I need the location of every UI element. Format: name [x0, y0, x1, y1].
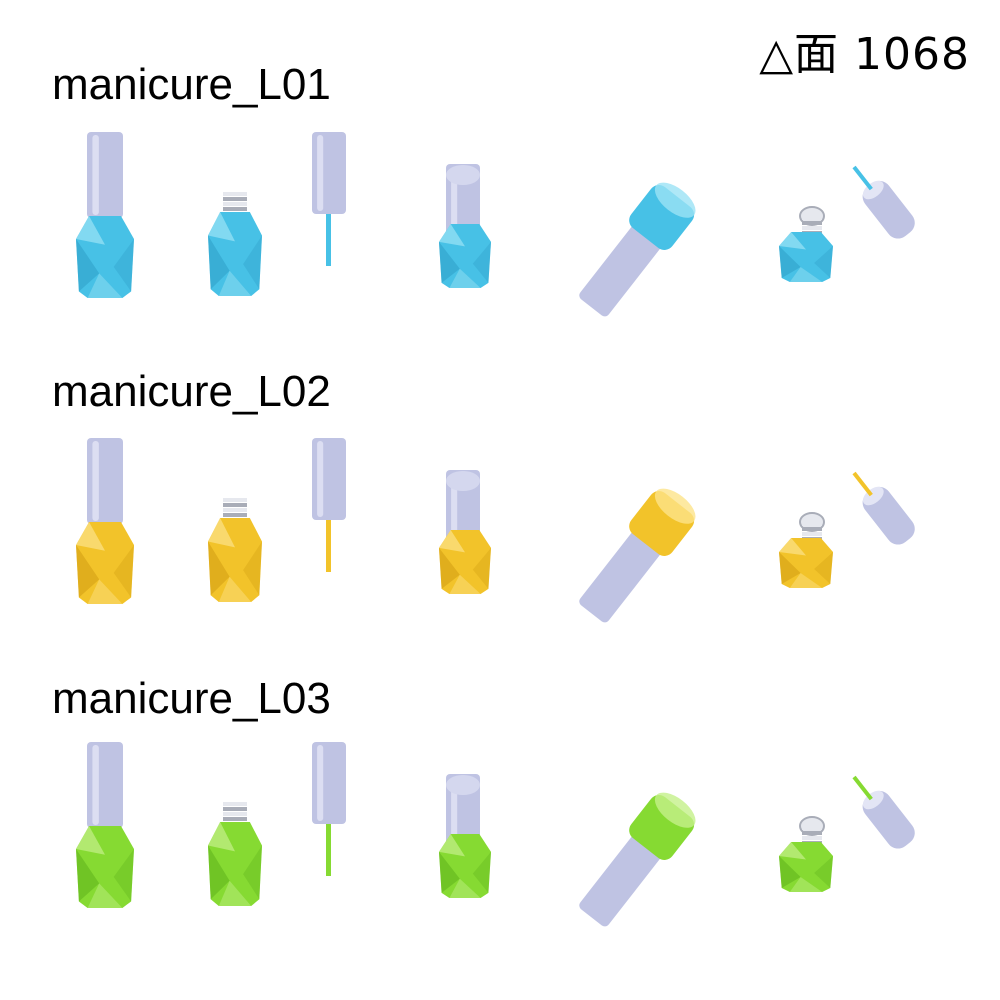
bottle-top-open-view — [779, 206, 833, 282]
cap-brush-view — [312, 438, 346, 572]
bottle-tilted-view — [579, 488, 696, 623]
bottle-closed-view — [76, 742, 134, 908]
row-title-2: manicure_L02 — [52, 367, 331, 416]
bottle-tilted-view — [579, 792, 696, 927]
bottle-angled-view — [439, 774, 491, 898]
cap-tilted-view — [852, 775, 915, 849]
bottle-closed-view — [76, 132, 134, 298]
bottle-closed-view — [76, 438, 134, 604]
bottle-angled-view — [439, 470, 491, 594]
row-title-1: manicure_L01 — [52, 60, 331, 109]
row-renders-2 — [76, 438, 915, 623]
polygon-count: △面 1068 — [759, 29, 970, 80]
cap-tilted-view — [852, 165, 915, 239]
cap-brush-view — [312, 742, 346, 876]
row-renders-3 — [76, 742, 915, 927]
cap-tilted-view — [852, 471, 915, 545]
row-renders-1 — [76, 132, 915, 317]
bottle-open-view — [208, 498, 262, 602]
bottle-tilted-view — [579, 182, 696, 317]
bottle-top-open-view — [779, 816, 833, 892]
bottle-open-view — [208, 192, 262, 296]
row-title-3: manicure_L03 — [52, 674, 331, 723]
cap-brush-view — [312, 132, 346, 266]
bottle-top-open-view — [779, 512, 833, 588]
bottle-angled-view — [439, 164, 491, 288]
bottle-open-view — [208, 802, 262, 906]
